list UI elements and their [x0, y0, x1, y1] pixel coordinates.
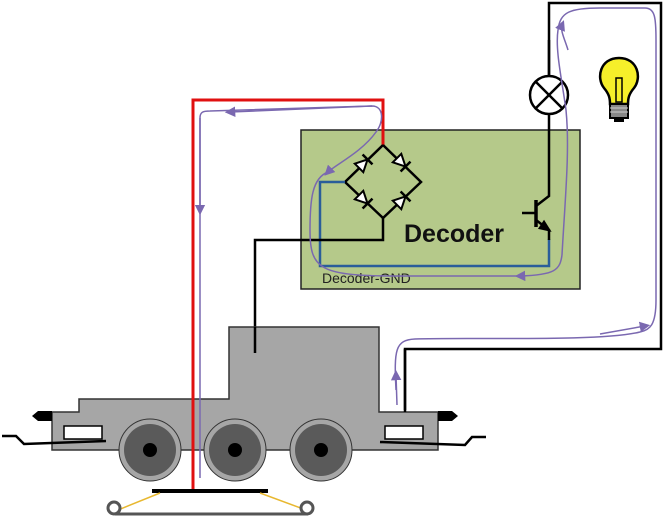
coupler-rear	[438, 411, 458, 421]
cowcatcher-front	[2, 434, 107, 446]
locomotive	[2, 326, 486, 482]
coupler-front	[32, 411, 52, 421]
red-wire	[191, 98, 385, 490]
cowcatcher-rear	[379, 435, 486, 447]
current-path	[194, 7, 657, 478]
diode-icon	[352, 153, 374, 175]
diode-icon	[352, 188, 374, 210]
diode-icon	[390, 190, 412, 212]
wheel-icon	[118, 418, 182, 482]
diode-icons	[352, 151, 412, 212]
black-wire-chassis	[253, 218, 385, 352]
wheel-icon	[289, 418, 353, 482]
decoder-label: Decoder	[404, 220, 504, 248]
light-bulb-icon	[598, 56, 640, 122]
headlight-front	[63, 425, 103, 440]
wheel-icon	[203, 418, 267, 482]
diode-icon	[390, 151, 412, 173]
lamp-icon	[528, 74, 570, 116]
blue-gnd-wire	[318, 180, 551, 268]
headlight-rear	[384, 425, 424, 440]
decoder-board	[300, 129, 581, 290]
track	[106, 489, 315, 516]
